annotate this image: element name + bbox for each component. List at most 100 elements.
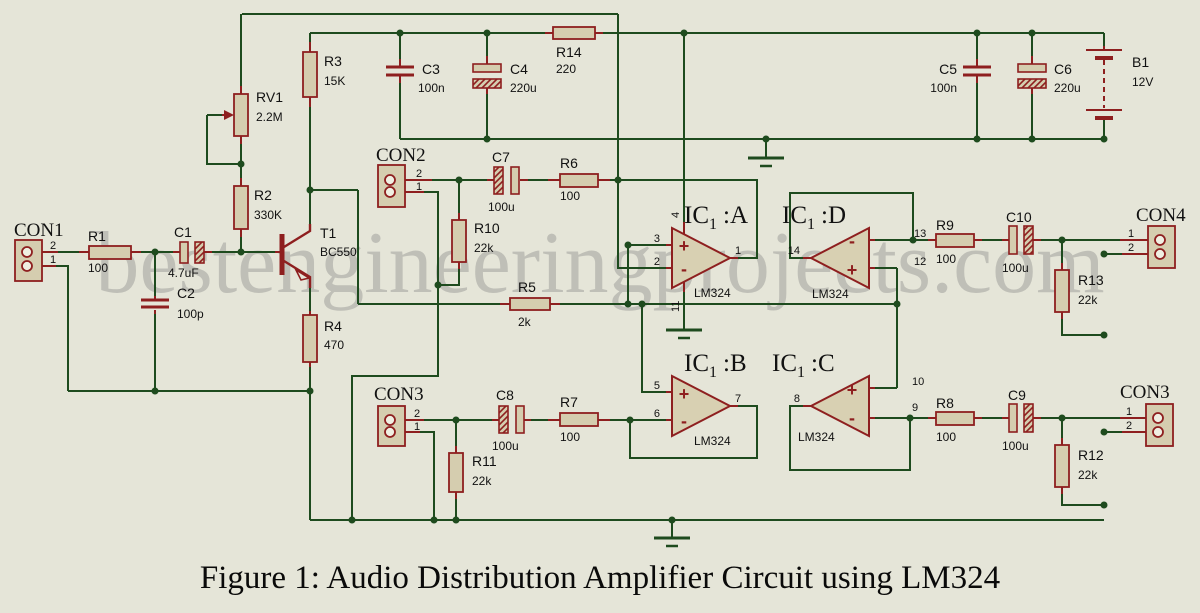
ground-symbol[interactable]: [654, 156, 784, 548]
capacitor-neg-plate-c4: [472, 78, 502, 89]
connector-body-con3-right[interactable]: [1145, 403, 1174, 447]
b1-val: 12V: [1132, 75, 1153, 89]
capacitor-body-c9[interactable]: [1008, 403, 1018, 433]
ic1a-pin-plus: 3: [654, 233, 660, 245]
resistor-body-r10[interactable]: [451, 219, 467, 263]
ic1c-pin-out: 8: [794, 393, 800, 405]
figure-caption: Figure 1: Audio Distribution Amplifier C…: [200, 560, 1000, 596]
r1-val: 100: [88, 261, 108, 275]
connector-body-con4[interactable]: [1147, 225, 1176, 269]
ic1c-title: IC1:C: [772, 350, 835, 381]
rv1-ref: RV1: [256, 89, 283, 105]
c3-ref: C3: [422, 61, 440, 77]
con1-pin2: 2: [50, 240, 56, 252]
r5-ref: R5: [518, 279, 536, 295]
capacitor-neg-plate-c8: [498, 405, 509, 434]
opamp-triangle-ic1a[interactable]: [671, 226, 733, 290]
resistor-body-r1[interactable]: [88, 245, 132, 260]
resistor-body-r7[interactable]: [559, 412, 599, 427]
resistor-body-r6[interactable]: [559, 173, 599, 188]
c5-ref: C5: [939, 61, 957, 77]
c1-val: 4.7uF: [168, 266, 199, 280]
resistor-body-r14[interactable]: [552, 26, 596, 40]
t1-val: BC550: [320, 245, 357, 259]
capacitor-body-c6[interactable]: [1017, 63, 1047, 73]
connector-body-con3-left[interactable]: [377, 405, 406, 447]
emitter-arrow: [294, 267, 312, 281]
con3-right-pin2: 2: [1126, 420, 1132, 432]
svg-text:+: +: [679, 236, 690, 256]
ic1c-pin-plus: 10: [912, 376, 924, 388]
ic1a-pin-gnd: 11: [670, 301, 682, 312]
svg-text:+: +: [847, 260, 858, 280]
resistor-body-r9[interactable]: [935, 233, 975, 248]
c8-ref: C8: [496, 387, 514, 403]
r14-ref: R14: [556, 44, 582, 60]
ic1b-pin-plus: 5: [654, 380, 660, 392]
c7-val: 100u: [488, 200, 515, 214]
opamp-input-signs: + - + - - + + -: [679, 231, 858, 431]
opamp-triangle-ic1d[interactable]: [808, 226, 870, 290]
component-leads: [32, 32, 1155, 499]
r9-val: 100: [936, 252, 956, 266]
r6-ref: R6: [560, 155, 578, 171]
resistor-body-r2[interactable]: [233, 185, 249, 230]
b1-ref: B1: [1132, 54, 1149, 70]
r7-val: 100: [560, 430, 580, 444]
watermark-text: bestengineeringprojects.com: [95, 215, 1104, 312]
con3-left-ref: CON3: [374, 384, 424, 405]
con3-right-ref: CON3: [1120, 382, 1170, 403]
c4-ref: C4: [510, 61, 528, 77]
resistor-body-r11[interactable]: [448, 452, 464, 493]
con3-right-pin1: 1: [1126, 406, 1132, 418]
con2-pin1: 1: [416, 181, 422, 193]
ic1c-pin-minus: 9: [912, 402, 918, 414]
ic1a-pin-out: 1: [735, 245, 741, 257]
r3-val: 15K: [324, 74, 345, 88]
capacitor-body-c7[interactable]: [510, 166, 520, 195]
resistor-body-r13[interactable]: [1054, 269, 1070, 313]
opamp-triangle-ic1b[interactable]: [671, 374, 733, 438]
resistor-body-r8[interactable]: [935, 411, 975, 426]
c8-val: 100u: [492, 439, 519, 453]
capacitor-body-c5: [963, 65, 991, 77]
capacitor-neg-plate-c7: [493, 166, 504, 195]
r10-ref: R10: [474, 220, 500, 236]
ic1d-title: IC1:D: [782, 202, 846, 233]
con3-left-pin2: 2: [414, 408, 420, 420]
con3-left-pin1: 1: [414, 421, 420, 433]
opamp-triangle-ic1c[interactable]: [808, 374, 870, 438]
capacitor-body-c10[interactable]: [1008, 225, 1018, 255]
capacitor-neg-plate-c1: [194, 241, 205, 264]
c10-val: 100u: [1002, 261, 1029, 275]
svg-text:-: -: [681, 259, 687, 279]
svg-text:-: -: [681, 411, 687, 431]
resistor-body-r3[interactable]: [302, 51, 318, 98]
ic1b-title: IC1:B: [684, 350, 747, 381]
r2-val: 330K: [254, 208, 282, 222]
potentiometer-body-rv1[interactable]: [233, 93, 249, 137]
capacitor-neg-plate-c9: [1023, 403, 1034, 433]
r12-ref: R12: [1078, 447, 1104, 463]
ic1b-pin-minus: 6: [654, 408, 660, 420]
ic1b-part: LM324: [694, 434, 731, 448]
resistor-body-r12[interactable]: [1054, 444, 1070, 488]
capacitor-body-c4[interactable]: [472, 63, 502, 73]
r13-val: 22k: [1078, 293, 1098, 307]
battery-b1[interactable]: [1086, 49, 1122, 120]
resistor-body-r5[interactable]: [509, 297, 551, 311]
capacitor-body-c8[interactable]: [515, 405, 525, 434]
capacitor-plates[interactable]: [141, 65, 991, 309]
capacitor-body-c1[interactable]: [179, 241, 189, 264]
r5-val: 2k: [518, 315, 532, 329]
ic1d-part: LM324: [812, 287, 849, 301]
t1-ref: T1: [320, 225, 337, 241]
con4-ref: CON4: [1136, 205, 1186, 226]
svg-text:-: -: [849, 408, 855, 428]
ic1a-part: LM324: [694, 286, 731, 300]
resistor-body-r4[interactable]: [302, 314, 318, 363]
transistor-t1[interactable]: [279, 224, 312, 288]
r4-ref: R4: [324, 318, 342, 334]
connector-body-con2[interactable]: [377, 164, 406, 208]
c7-ref: C7: [492, 149, 510, 165]
